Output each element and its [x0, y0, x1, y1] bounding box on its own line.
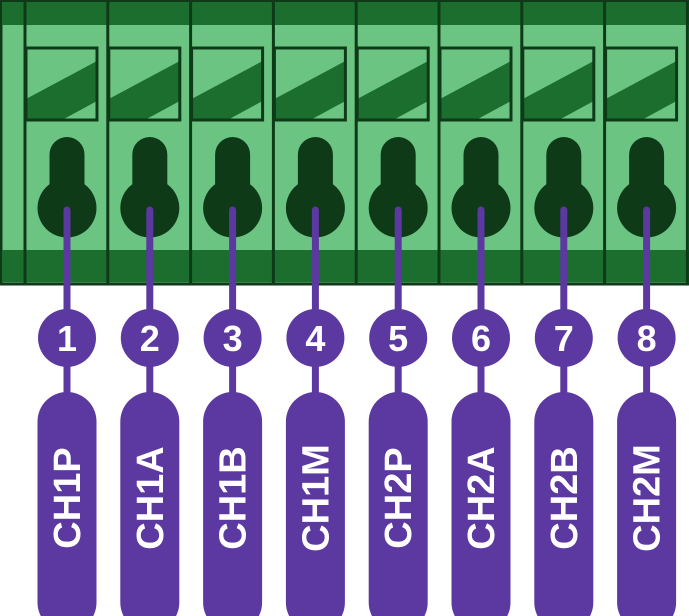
pin-label: CH1B — [213, 446, 255, 549]
pin-number: 1 — [57, 318, 77, 359]
pin-label: CH2P — [378, 447, 420, 548]
pin-number: 6 — [471, 318, 491, 359]
pin-label: CH2B — [544, 446, 586, 549]
pin-label-pill — [285, 392, 345, 616]
pin-label: CH1A — [130, 446, 172, 549]
pin-number-badge — [617, 309, 676, 367]
terminal-3 — [190, 46, 265, 238]
pin-number-badge — [534, 309, 593, 367]
pin-label-pill — [534, 392, 594, 616]
screw-stripe — [605, 61, 677, 120]
pin-number: 3 — [223, 318, 243, 359]
pin-number: 2 — [140, 318, 160, 359]
pin-number: 8 — [637, 318, 657, 359]
screw-stripe — [191, 61, 263, 120]
pin-label: CH2M — [627, 444, 669, 552]
screw-stripe — [357, 61, 429, 120]
pin-number-badge — [286, 309, 345, 367]
bottom-band — [2, 250, 689, 282]
pin-label-pill — [37, 392, 97, 616]
terminal-6 — [438, 46, 513, 238]
terminal-7 — [521, 46, 596, 238]
terminal-block — [0, 0, 689, 286]
pin-number-badge — [452, 309, 510, 367]
screw-stripe — [108, 61, 180, 120]
terminal-5 — [355, 46, 430, 238]
pin-label-pill — [120, 392, 180, 616]
block-body — [0, 0, 689, 286]
pin-label-pill — [451, 392, 511, 616]
screw-stripe — [440, 61, 511, 120]
terminal-2 — [107, 46, 182, 238]
pin-label: CH2A — [461, 446, 503, 549]
pin-number-badge — [38, 309, 96, 367]
pin-label: CH1P — [47, 447, 89, 548]
pin-number: 5 — [388, 318, 408, 359]
screw-stripe — [274, 61, 346, 120]
pin-number: 7 — [554, 318, 574, 359]
pin-label-pill — [368, 392, 428, 616]
pin-number-badge — [369, 309, 428, 367]
screw-stripe — [26, 61, 97, 120]
top-band — [2, 2, 689, 25]
terminal-4 — [272, 46, 347, 238]
screw-stripe — [522, 61, 594, 120]
pin-label: CH1M — [295, 444, 337, 552]
pin-number: 4 — [305, 318, 325, 359]
terminal-8 — [604, 46, 679, 238]
pin-label-pill — [203, 392, 263, 616]
pin-number-badge — [120, 309, 179, 367]
pin-number-badge — [203, 309, 262, 367]
pin-label-pill — [617, 392, 677, 616]
